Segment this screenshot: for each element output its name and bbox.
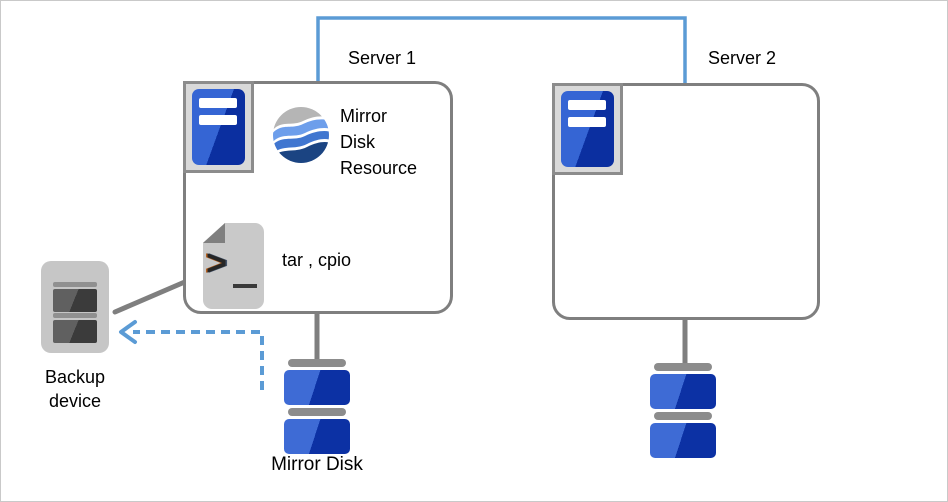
server2-icon — [552, 83, 623, 175]
server-drive-slot — [568, 100, 606, 110]
tape-slot-bar — [53, 282, 97, 287]
backup-device-label-line: Backup — [44, 367, 106, 387]
server-tower-shape — [561, 91, 614, 167]
server-drive-slot — [199, 98, 237, 108]
server-interconnect-line — [316, 16, 687, 85]
mirror-disk-resource-icon — [273, 107, 329, 163]
disk-cap — [288, 359, 346, 367]
disk-cap — [288, 408, 346, 416]
disk-platter — [650, 423, 716, 458]
disk-cap — [654, 412, 712, 420]
server2-mirror-disk-icon — [650, 363, 716, 461]
server-drive-slot — [199, 115, 237, 125]
mirror-disk-resource-label-line: Resource — [340, 158, 418, 178]
tape-cartridge — [53, 289, 97, 312]
tape-cartridge — [53, 320, 97, 343]
server2-title: Server 2 — [708, 48, 777, 68]
script-file-icon: > — [203, 223, 264, 309]
backup-device-label: Backup device — [20, 365, 130, 413]
mirror-disk-label: Mirror Disk — [271, 454, 363, 475]
tape-slot-bar — [53, 313, 97, 318]
disk-platter — [650, 374, 716, 409]
mirror-disk-resource-label-line: Disk — [340, 132, 375, 152]
terminal-prompt-glyph: > — [206, 242, 228, 283]
disk-platter — [284, 419, 350, 454]
server-drive-slot — [568, 117, 606, 127]
server1-icon — [183, 81, 254, 173]
server1-title: Server 1 — [348, 48, 417, 68]
disk-platter — [284, 370, 350, 405]
mirror-disk-resource-label: Mirror Disk Resource — [340, 103, 417, 181]
backup-copy-arrowhead — [119, 320, 137, 344]
backup-device-icon — [41, 261, 109, 353]
archive-commands-label: tar , cpio — [282, 250, 352, 270]
server-tower-shape — [192, 89, 245, 165]
backup-copy-arrow-line — [133, 330, 264, 390]
terminal-cursor-glyph — [233, 284, 257, 288]
mirror-disk-resource-label-line: Mirror — [340, 106, 387, 126]
backup-device-label-line: device — [48, 391, 102, 411]
disk-cap — [654, 363, 712, 371]
server1-mirror-disk-icon — [284, 359, 350, 457]
server1-backup-link-line — [112, 278, 190, 315]
